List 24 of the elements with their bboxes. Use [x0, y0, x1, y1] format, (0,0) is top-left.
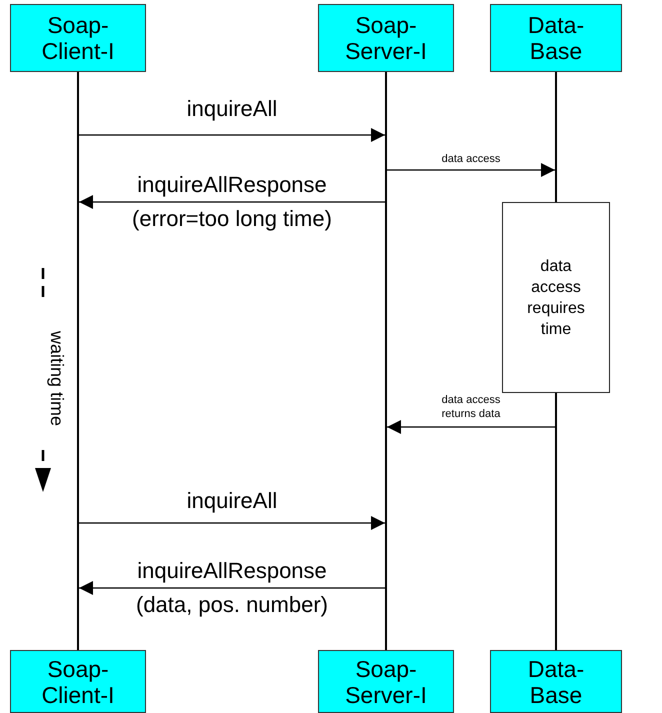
message-arrow: [79, 516, 385, 530]
lifeline-header: Soap- Server-I: [318, 4, 454, 72]
lifeline-header: Data- Base: [490, 650, 622, 713]
message-label: data access returns data: [440, 393, 502, 421]
lifeline: [555, 393, 557, 650]
message-label: inquireAllResponse (data, pos. number): [135, 557, 329, 619]
message-label: inquireAllResponse (error=too long time): [131, 171, 333, 233]
lifeline-header: Soap- Client-I: [10, 650, 146, 713]
axis-label: waiting time: [46, 330, 67, 426]
message-arrow: [79, 581, 385, 595]
message-label: data access: [440, 152, 502, 166]
message-arrow: [387, 420, 555, 434]
message-label: inquireAll: [186, 95, 278, 123]
lifeline-header: Data- Base: [490, 4, 622, 72]
lifeline: [385, 72, 387, 650]
lifeline: [77, 72, 79, 650]
lifeline: [555, 72, 557, 202]
lifeline-header: Soap- Client-I: [10, 4, 146, 72]
lifeline-header: Soap- Server-I: [318, 650, 454, 713]
message-label: inquireAll: [186, 487, 278, 515]
activation-box: data access requires time: [502, 202, 610, 393]
message-arrow: [387, 163, 555, 177]
message-arrow: [79, 195, 385, 209]
message-arrow: [79, 128, 385, 142]
